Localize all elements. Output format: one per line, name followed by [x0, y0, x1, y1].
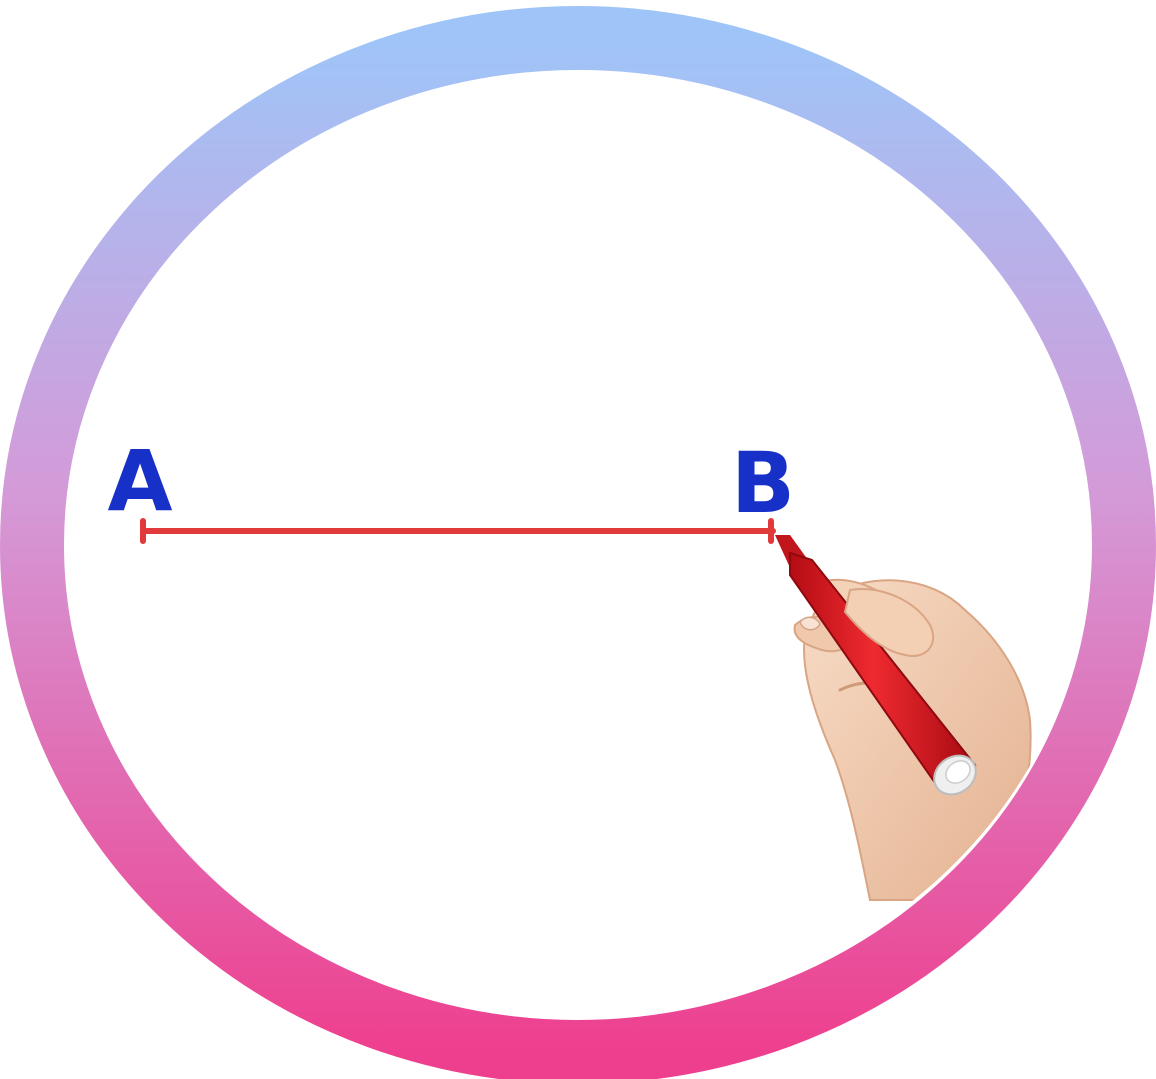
- segment-ab: [140, 518, 776, 544]
- hand-holding-marker-icon: [775, 535, 1032, 901]
- red-marker-icon: [775, 535, 977, 796]
- point-label-a: A: [107, 432, 172, 530]
- point-label-b: B: [731, 434, 795, 532]
- gradient-ring-frame: [0, 6, 1156, 1079]
